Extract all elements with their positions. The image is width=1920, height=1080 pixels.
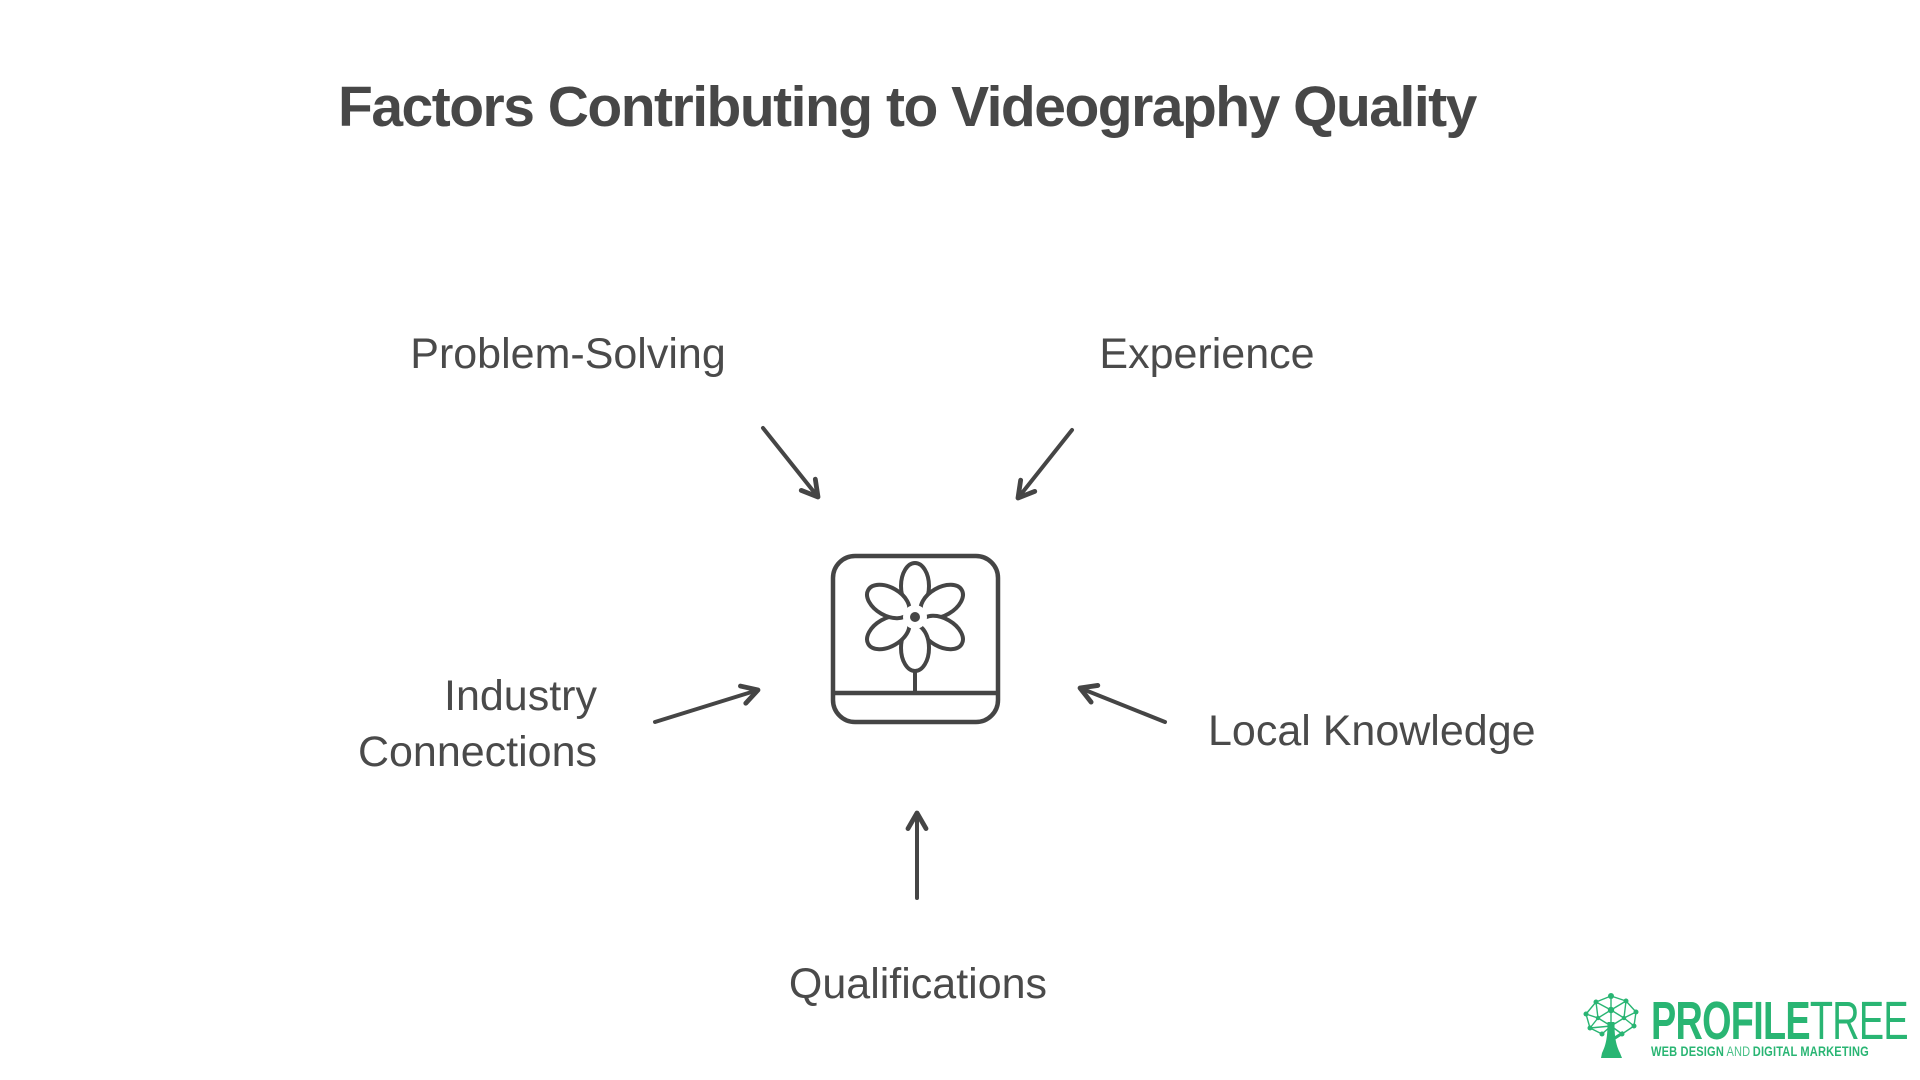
factor-label-problem-solving: Problem-Solving (410, 330, 726, 378)
network-tree-icon (1583, 993, 1639, 1058)
logo-brand: PROFILETREE (1651, 991, 1909, 1051)
logo-brand-tree: TREE (1809, 991, 1909, 1051)
page-title: Factors Contributing to Videography Qual… (338, 75, 1477, 139)
arrow-industry-connections-to-center (653, 683, 761, 724)
arrow-local-knowledge-to-center (1077, 683, 1167, 724)
logo-tagline-webdesign: WEB DESIGN (1651, 1044, 1724, 1059)
factor-label-qualifications: Qualifications (788, 960, 1048, 1008)
arrow-experience-to-center (1015, 428, 1074, 501)
factor-label-industry-connections: Industry Connections (357, 672, 597, 776)
logo-brand-profile: PROFILE (1651, 991, 1811, 1051)
logo-tagline-and: AND (1726, 1044, 1751, 1059)
flower-planter-icon (830, 553, 1001, 725)
factor-label-experience: Experience (1099, 330, 1315, 378)
arrow-problem-solving-to-center (761, 426, 821, 500)
factor-label-local-knowledge: Local Knowledge (1208, 707, 1536, 755)
logo-tagline-digitalmarketing: DIGITAL MARKETING (1752, 1044, 1869, 1059)
